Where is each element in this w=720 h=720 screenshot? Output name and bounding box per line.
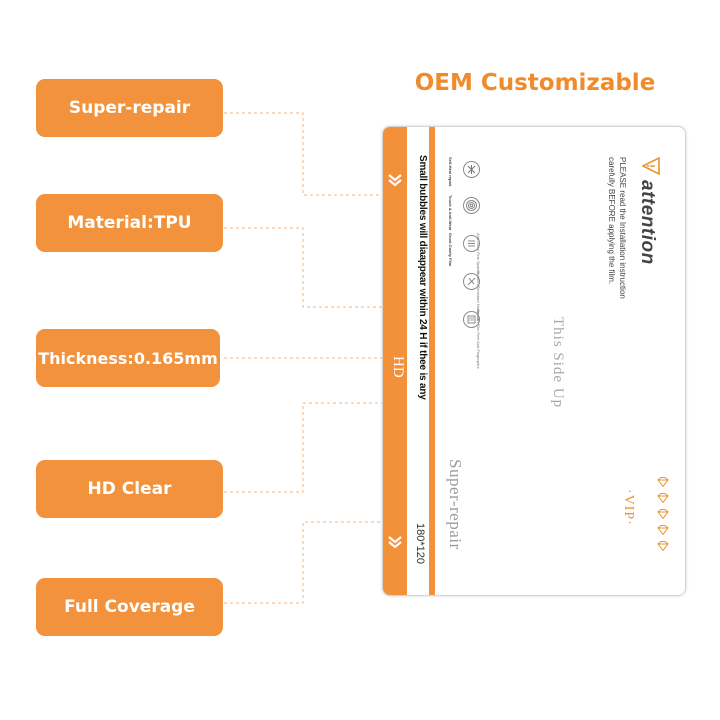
diamond-icon bbox=[657, 509, 669, 519]
self-repair-icon bbox=[463, 161, 480, 178]
icon-label: Touch & Anti-Wear bbox=[448, 195, 453, 231]
chevron-down-icon bbox=[388, 536, 402, 549]
diamond-icon bbox=[657, 525, 669, 535]
scratch-icon bbox=[463, 273, 480, 290]
diamond-icon bbox=[657, 541, 669, 551]
feature-icon-row: Smooth Film Feel Anti-Fingerprint bbox=[445, 307, 485, 369]
diamond-icon bbox=[657, 477, 669, 487]
connector-super-repair bbox=[224, 112, 382, 196]
feature-icon-row: Touch & Anti-Wear bbox=[445, 193, 485, 230]
film-tab-strip bbox=[383, 127, 407, 595]
size-label: 180*120 bbox=[414, 523, 426, 564]
connector-hd-clear bbox=[224, 402, 382, 493]
this-side-up-text: This Side Up bbox=[550, 317, 566, 409]
warning-icon bbox=[641, 157, 660, 175]
icon-label: Self-Heal repair bbox=[448, 157, 453, 187]
attention-title: attention bbox=[637, 180, 658, 265]
vip-label: ·VIP· bbox=[621, 489, 636, 526]
attention-instructions: PLEASE read the Installation instruction… bbox=[606, 157, 628, 299]
surface-icon bbox=[463, 311, 480, 328]
anti-glare-icon bbox=[463, 235, 480, 252]
connector-material bbox=[224, 227, 382, 308]
diamond-icon bbox=[657, 493, 669, 503]
attention-line-2: carefully BEFORE applying the film. bbox=[607, 157, 616, 285]
film-accent-line bbox=[429, 127, 435, 595]
feature-label-hd-clear: HD Clear bbox=[36, 460, 223, 518]
feature-label-material: Material:TPU bbox=[36, 194, 223, 252]
connector-full-coverage bbox=[224, 521, 382, 604]
chevron-down-icon bbox=[388, 174, 402, 187]
bubble-notice: Small bubbles will diaappear within 24 H… bbox=[417, 155, 428, 400]
feature-icon-row: Self-Heal repair bbox=[445, 155, 485, 186]
fingerprint-icon bbox=[463, 197, 480, 214]
page-title: OEM Customizable bbox=[414, 70, 656, 96]
feature-icon-row: Good Clarity Film Anti-Glare Fine Sparkl… bbox=[445, 231, 485, 275]
screen-protector-film: Small bubbles will diaappear within 24 H… bbox=[382, 126, 686, 596]
attention-line-1: PLEASE read the Installation instruction bbox=[618, 157, 627, 299]
feature-label-super-repair: Super-repair bbox=[36, 79, 223, 137]
feature-label-full-coverage: Full Coverage bbox=[36, 578, 223, 636]
icon-label: Good Clarity Film bbox=[448, 233, 453, 267]
feature-icon-row: Scratch-Resistant Hardness bbox=[445, 269, 485, 321]
brand-watermark: Super-repair bbox=[446, 459, 465, 550]
hd-label: HD bbox=[390, 356, 406, 378]
feature-label-thickness: Thickness:0.165mm bbox=[36, 329, 220, 387]
